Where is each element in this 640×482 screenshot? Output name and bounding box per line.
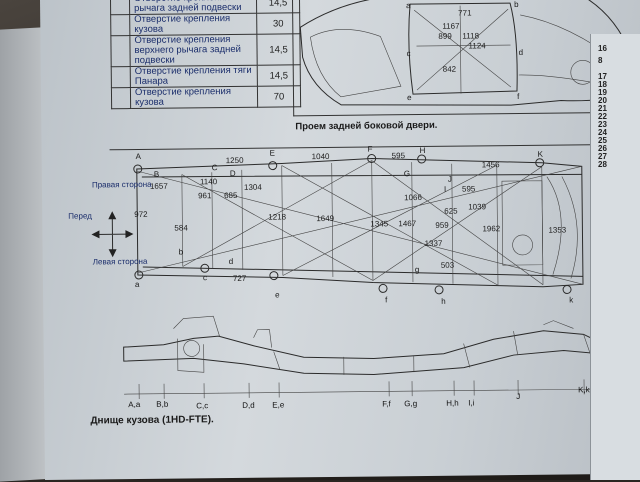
right-side-label: Правая сторона [92, 180, 152, 190]
tick-number: 19 [598, 88, 607, 97]
frame-dim: 1140 [200, 177, 218, 186]
frame-point-small: d [229, 257, 234, 266]
frame-point: K [538, 150, 544, 159]
tick-number: 16 [598, 44, 607, 53]
frame-point: F [368, 145, 373, 154]
frame-dim: 584 [174, 223, 188, 232]
frame-point-small: C [212, 163, 218, 172]
side-label: H,h [446, 399, 459, 408]
frame-point-small: D [230, 169, 236, 178]
side-label: A,a [128, 400, 141, 409]
tick-number: 21 [598, 104, 607, 113]
tick-number: 20 [598, 96, 607, 105]
frame-point: e [275, 291, 280, 300]
door-dim: 1167 [442, 22, 460, 31]
frame-dim: 1218 [268, 212, 286, 221]
door-point: e [407, 93, 412, 102]
tick-number: 25 [598, 136, 607, 145]
side-label: D,d [242, 401, 255, 410]
side-label: K,k [578, 385, 591, 394]
door-point: d [519, 48, 524, 57]
frame-dim: 1353 [548, 225, 566, 234]
tick-number: 28 [598, 160, 607, 169]
side-label: E,e [272, 400, 285, 409]
side-label: J [516, 392, 520, 401]
door-point: a [406, 1, 411, 10]
frame-dim: 959 [435, 221, 449, 230]
frame-point-small: g [415, 265, 420, 274]
frame-point: A [136, 152, 142, 161]
frame-dim: 503 [441, 261, 455, 270]
frame-point: h [441, 297, 446, 306]
door-dim: 1118 [462, 31, 479, 40]
manual-page: Отверстие крепления рычага задней подвес… [40, 0, 640, 480]
frame-dim: 1345 [370, 219, 388, 228]
frame-dim: 1657 [150, 182, 168, 191]
door-opening-drawing: 771 1167 899 1118 1124 842 a b c d e f [299, 0, 632, 106]
tick-number: 8 [598, 56, 603, 65]
tick-number: 24 [598, 128, 607, 137]
frame-point: f [385, 295, 388, 304]
frame-dim: 685 [224, 191, 238, 200]
frame-dim: 1337 [425, 239, 443, 248]
frame-top-view [133, 154, 584, 295]
frame-point: k [569, 295, 574, 304]
frame-dim: 595 [462, 184, 476, 193]
door-dim: 1124 [468, 41, 486, 50]
frame-dim: 1456 [482, 160, 500, 169]
frame-point: c [203, 273, 207, 282]
frame-dim: 1040 [312, 152, 330, 161]
side-label: F,f [382, 399, 391, 408]
frame-dim: 1962 [482, 224, 500, 233]
side-label: B,b [156, 400, 169, 409]
door-point: c [407, 49, 411, 58]
door-dim: 771 [458, 8, 472, 17]
frame-point: a [135, 280, 140, 289]
frame-point-small: b [179, 248, 184, 257]
right-page-strip [590, 34, 640, 480]
frame-dim: 595 [392, 151, 406, 160]
frame-dim: 1039 [468, 202, 486, 211]
frame-point-small: B [154, 170, 159, 179]
frame-point: E [270, 149, 275, 158]
side-label: G,g [404, 399, 417, 408]
door-point: b [514, 0, 519, 9]
frame-dim: 1304 [244, 183, 262, 192]
frame-dim: 1066 [404, 193, 422, 202]
frame-point-small: G [404, 169, 410, 178]
frame-dim: 625 [444, 207, 458, 216]
door-dim: 899 [438, 32, 452, 41]
frame-dim: 961 [198, 191, 212, 200]
frame-point: H [420, 146, 426, 155]
tick-number: 26 [598, 144, 607, 153]
side-label: I,i [468, 398, 475, 407]
door-dim: 842 [443, 65, 457, 74]
door-point: f [517, 92, 520, 101]
left-side-label: Левая сторона [93, 257, 148, 267]
frame-dim: 972 [134, 210, 148, 219]
frame-dim: 1250 [226, 156, 244, 165]
orientation-cross: Правая сторона Перед Левая сторона [68, 180, 152, 267]
frame-point-small: J [448, 175, 452, 184]
diagram-drawings: 771 1167 899 1118 1124 842 a b c d e f [68, 0, 632, 410]
tick-number: 17 [598, 72, 607, 81]
frame-dim: 727 [233, 274, 247, 283]
tick-number: 18 [598, 80, 607, 89]
side-label: C,c [196, 401, 208, 410]
front-label: Перед [68, 211, 92, 220]
frame-dim: 1649 [316, 214, 334, 223]
tick-number: 27 [598, 152, 607, 161]
frame-point-small: I [444, 185, 446, 194]
frame-side-view [123, 315, 605, 399]
tick-number: 22 [598, 112, 607, 121]
tick-number: 23 [598, 120, 607, 129]
frame-dim: 1467 [398, 219, 416, 228]
